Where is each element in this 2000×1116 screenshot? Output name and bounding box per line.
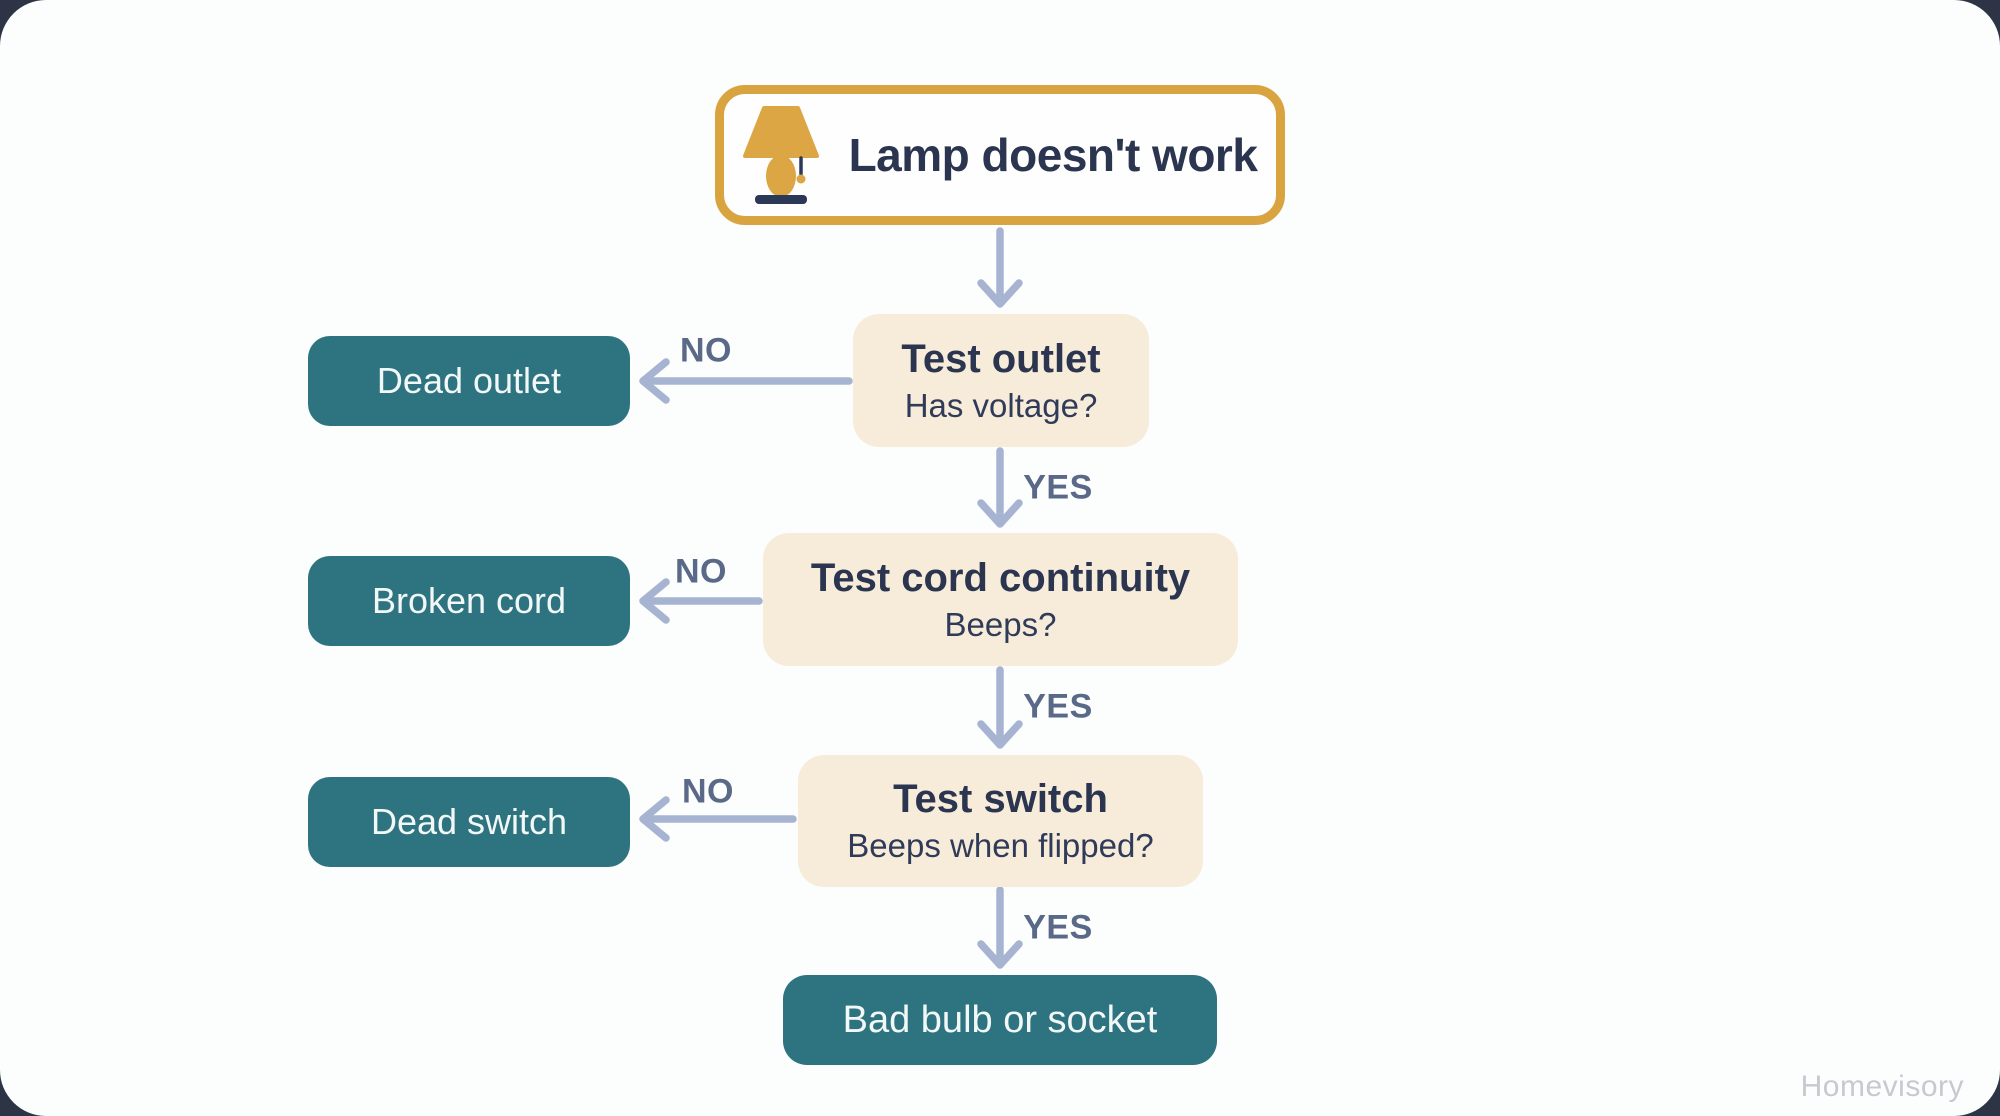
edge-label-no-outlet: NO (680, 331, 732, 370)
edge-label-no-switch: NO (682, 772, 734, 811)
node-test-outlet: Test outlet Has voltage? (853, 314, 1149, 447)
edge-label-yes-cord: YES (1023, 687, 1093, 726)
node-test-switch: Test switch Beeps when flipped? (798, 755, 1203, 887)
test-outlet-title: Test outlet (901, 336, 1101, 381)
test-outlet-question: Has voltage? (904, 386, 1098, 424)
watermark: Homevisory (1800, 1070, 1964, 1103)
node-start: Lamp doesn't work (715, 85, 1285, 225)
table-lamp-icon (742, 106, 819, 204)
test-cord-question: Beeps? (944, 605, 1057, 643)
node-end-result: Bad bulb or socket (783, 975, 1217, 1065)
node-broken-cord: Broken cord (308, 556, 630, 646)
edge-label-no-cord: NO (675, 552, 727, 591)
edge-label-yes-switch: YES (1023, 908, 1093, 947)
arrow-outlet-no-head (639, 358, 670, 404)
test-switch-title: Test switch (893, 777, 1108, 822)
arrow-outlet-yes-head (977, 499, 1023, 528)
edge-label-yes-outlet: YES (1023, 468, 1093, 507)
node-dead-switch: Dead switch (308, 777, 630, 867)
node-dead-outlet: Dead outlet (308, 336, 630, 426)
node-test-cord: Test cord continuity Beeps? (763, 533, 1238, 666)
test-switch-question: Beeps when flipped? (847, 827, 1154, 865)
start-title: Lamp doesn't work (848, 129, 1258, 181)
arrow-cord-no-head (639, 578, 670, 624)
test-cord-title: Test cord continuity (810, 555, 1191, 600)
arrow-cord-yes-head (977, 720, 1023, 749)
arrow-start-to-outlet-head (977, 279, 1023, 308)
arrow-switch-yes-head (977, 940, 1023, 969)
arrow-switch-no-head (639, 796, 670, 842)
